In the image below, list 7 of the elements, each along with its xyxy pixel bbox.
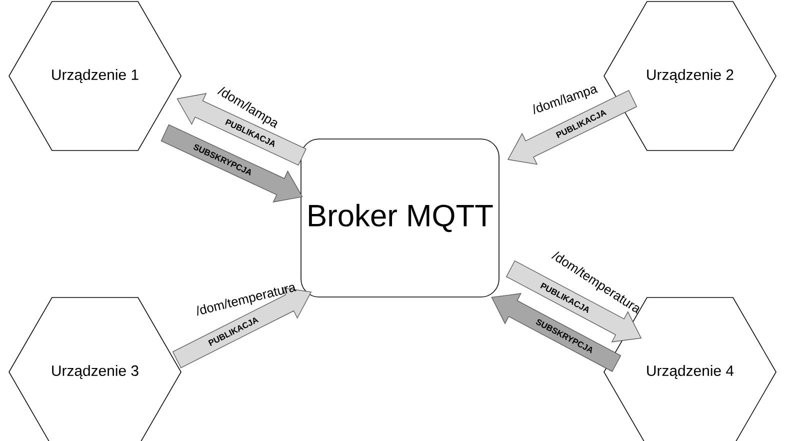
device-hexagon: Urządzenie 3	[8, 297, 182, 441]
block-arrow	[172, 287, 312, 368]
block-arrow	[491, 293, 622, 372]
device-hexagon: Urządzenie 1	[8, 1, 182, 151]
block-arrow	[160, 124, 303, 202]
block-arrow	[176, 93, 306, 166]
broker-box: Broker MQTT	[300, 138, 500, 298]
